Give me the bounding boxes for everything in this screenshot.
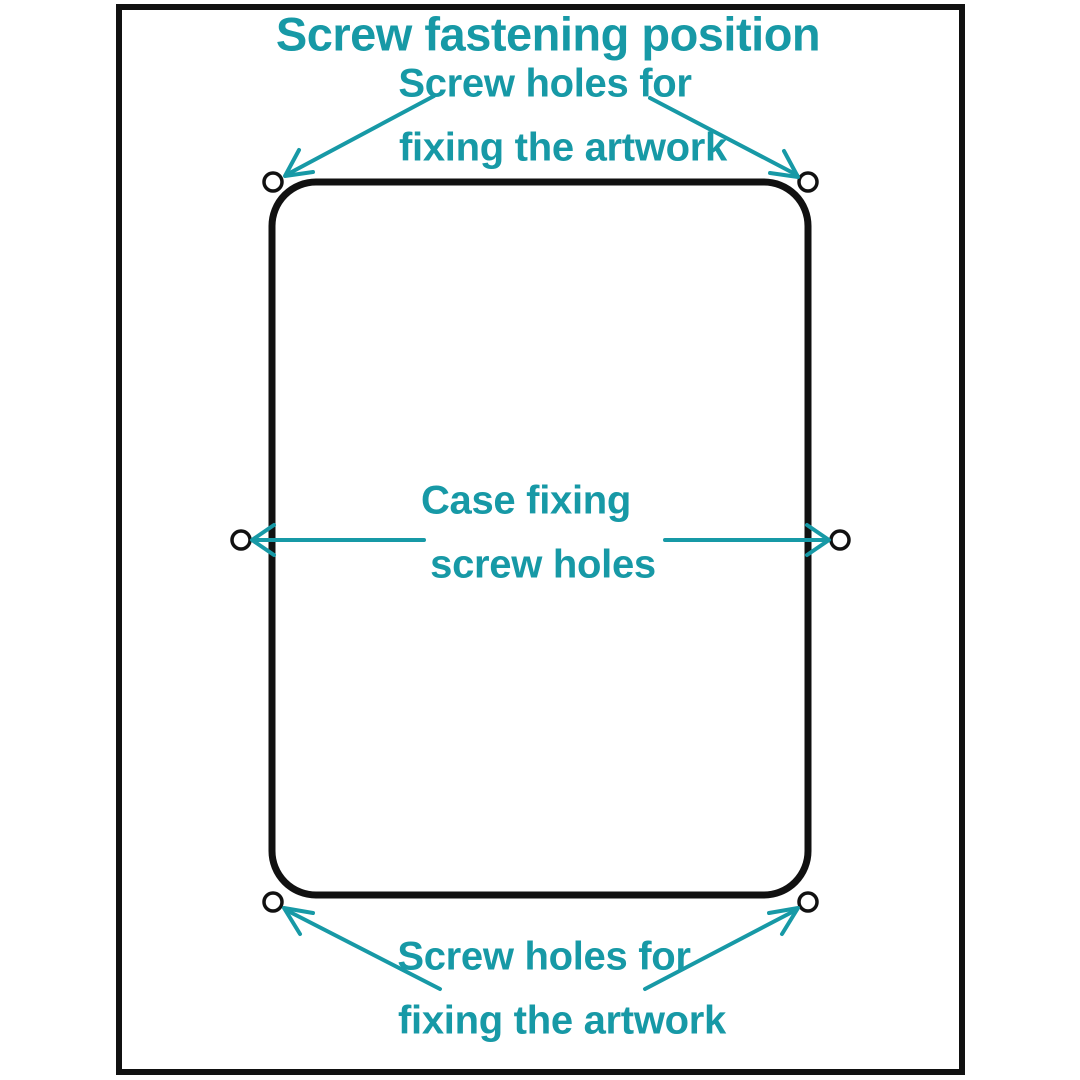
middle-callout-line-1-backdrop: [415, 478, 675, 530]
top-callout-line-2: fixing the artwork: [399, 126, 728, 170]
arrow-bottom-left: [282, 906, 442, 991]
screw-hole-bottom-left[interactable]: [262, 891, 284, 913]
arrow-bottom-right: [643, 906, 800, 991]
arrow-mid-right: [663, 523, 831, 557]
arrow-top-right: [648, 96, 800, 179]
middle-callout-line-2-backdrop: [420, 542, 670, 594]
screw-hole-top-right[interactable]: [797, 171, 819, 193]
middle-callout-line-2: screw holes: [430, 543, 656, 587]
top-callout-line-1: Screw holes for: [398, 62, 691, 106]
screw-hole-top-left[interactable]: [262, 171, 284, 193]
outer-border: [116, 4, 965, 1075]
diagram-title: Screw fastening position: [276, 7, 820, 60]
middle-callout-line-1: Case fixing: [421, 479, 631, 523]
bottom-callout-line-1: Screw holes for: [397, 935, 690, 979]
arrow-top-left: [283, 94, 436, 178]
leader-arrow-group: [250, 94, 831, 991]
screw-hole-mid-right[interactable]: [829, 529, 851, 551]
arrow-mid-left: [250, 523, 426, 557]
screw-hole-bottom-right[interactable]: [797, 891, 819, 913]
bottom-callout-line-2: fixing the artwork: [398, 999, 727, 1043]
screw-hole-mid-left[interactable]: [230, 529, 252, 551]
